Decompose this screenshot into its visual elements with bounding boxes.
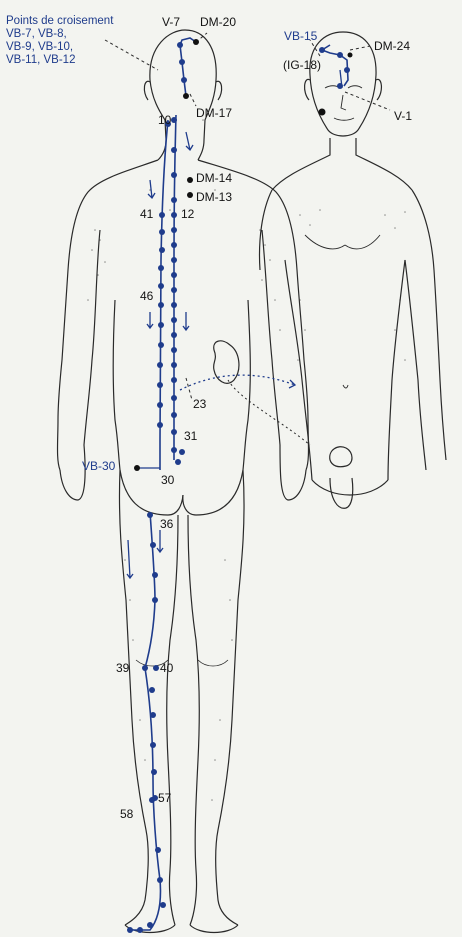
label-31: 31 xyxy=(184,430,197,443)
label-dm14: DM-14 xyxy=(196,172,232,185)
meridian-head-front xyxy=(322,50,348,86)
label-39: 39 xyxy=(116,662,129,675)
label-vb30: VB-30 xyxy=(82,460,115,473)
label-41: 41 xyxy=(140,208,153,221)
crossing-line-3: VB-11, VB-12 xyxy=(6,54,113,67)
label-dm13: DM-13 xyxy=(196,191,232,204)
crossing-line-2: VB-9, VB-10, xyxy=(6,41,113,54)
label-v7: V-7 xyxy=(162,16,180,29)
label-40: 40 xyxy=(160,662,173,675)
crossing-points-caption: Points de croisement VB-7, VB-8, VB-9, V… xyxy=(6,15,113,67)
back-head-outline xyxy=(150,30,216,160)
label-23: 23 xyxy=(193,398,206,411)
label-36: 36 xyxy=(160,518,173,531)
label-ig18: (IG-18) xyxy=(283,59,321,72)
label-dm24: DM-24 xyxy=(374,40,410,53)
kidney-shape xyxy=(214,341,239,383)
dotted-kidney-arrow xyxy=(180,375,295,390)
crossing-title: Points de croisement xyxy=(6,15,113,28)
stipple-texture xyxy=(87,119,406,801)
crossing-line-1: VB-7, VB-8, xyxy=(6,28,113,41)
label-58: 58 xyxy=(120,808,133,821)
label-12: 12 xyxy=(181,208,194,221)
label-10: 10 xyxy=(158,114,171,127)
label-dm17: DM-17 xyxy=(196,107,232,120)
meridian-outer-line xyxy=(160,120,168,470)
label-46: 46 xyxy=(140,290,153,303)
label-dm20: DM-20 xyxy=(200,16,236,29)
label-57: 57 xyxy=(158,792,171,805)
label-vb15: VB-15 xyxy=(284,30,317,43)
back-legs-outline xyxy=(119,470,148,925)
meridian-head-back xyxy=(180,45,186,96)
label-v1: V-1 xyxy=(394,110,412,123)
label-30: 30 xyxy=(161,474,174,487)
